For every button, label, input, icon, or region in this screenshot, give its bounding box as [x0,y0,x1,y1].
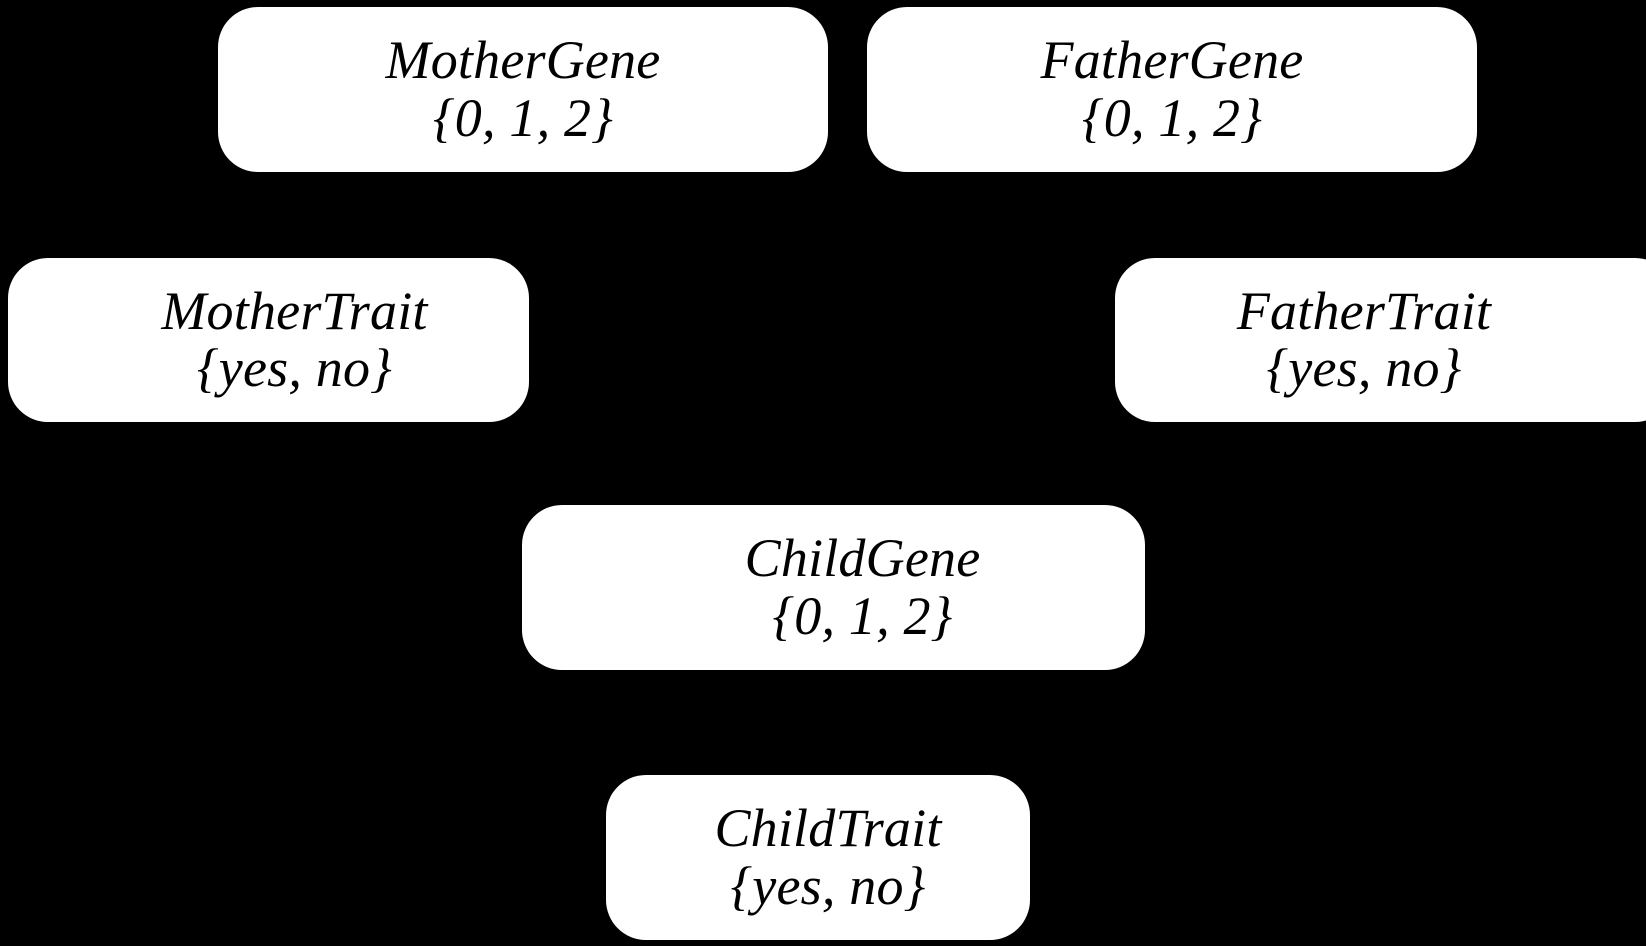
node-child-gene[interactable]: ChildGene {0, 1, 2} [522,505,1145,670]
node-mother-gene[interactable]: MotherGene {0, 1, 2} [218,7,828,172]
node-father-gene-content: FatherGene {0, 1, 2} [1040,30,1304,148]
node-mother-gene-domain: {0, 1, 2} [433,87,613,148]
node-child-gene-content: ChildGene {0, 1, 2} [744,528,981,646]
node-father-gene[interactable]: FatherGene {0, 1, 2} [867,7,1477,172]
node-mother-trait-content: MotherTrait {yes, no} [161,280,428,398]
node-father-gene-label: FatherGene [1040,30,1304,91]
node-child-gene-domain: {0, 1, 2} [772,585,953,646]
node-mother-trait-label: MotherTrait [161,280,428,341]
node-child-trait-content: ChildTrait {yes, no} [714,798,942,916]
node-father-trait-label: FatherTrait [1236,280,1492,341]
node-child-trait[interactable]: ChildTrait {yes, no} [606,775,1030,940]
node-child-trait-domain: {yes, no} [730,855,926,916]
node-father-trait-content: FatherTrait {yes, no} [1236,280,1492,398]
node-child-trait-label: ChildTrait [714,798,942,859]
node-father-trait[interactable]: FatherTrait {yes, no} [1115,258,1646,422]
node-mother-trait[interactable]: MotherTrait {yes, no} [8,258,529,422]
node-mother-gene-label: MotherGene [385,30,661,91]
node-child-gene-label: ChildGene [744,528,981,589]
node-mother-trait-domain: {yes, no} [197,338,392,398]
node-father-trait-domain: {yes, no} [1266,338,1462,398]
node-mother-gene-content: MotherGene {0, 1, 2} [385,30,661,148]
node-father-gene-domain: {0, 1, 2} [1082,87,1262,148]
